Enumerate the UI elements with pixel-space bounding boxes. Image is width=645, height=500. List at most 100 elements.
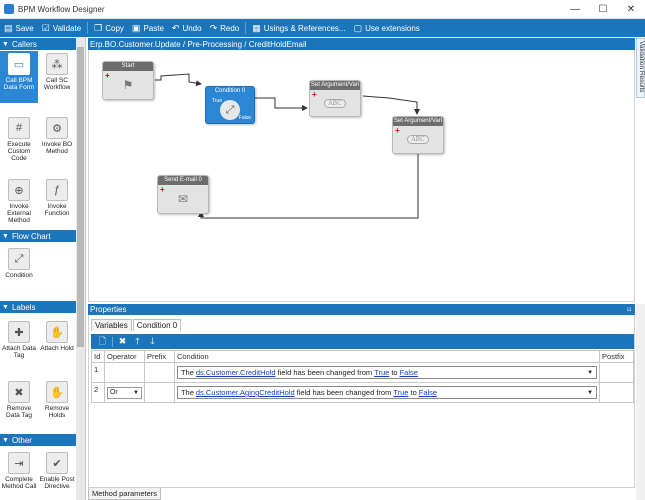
extensions-icon: ▢ <box>353 22 363 33</box>
remove-holds-icon: ✋ <box>46 381 68 403</box>
toolbar-separator <box>87 22 89 34</box>
postfix-cell[interactable] <box>599 362 634 383</box>
minimize-button[interactable]: — <box>570 3 580 15</box>
add-icon[interactable]: + <box>395 126 400 135</box>
chevron-down-icon: ▼ <box>133 389 139 396</box>
palette-item-attach-data-tag[interactable]: ✚ Attach Data Tag <box>0 319 38 369</box>
post-directive-icon: ✔ <box>46 452 68 474</box>
palette-item-call-sc-workflow[interactable]: ⁂ Call SC Workflow <box>38 51 76 103</box>
section-callers[interactable]: ▼Callers <box>0 38 77 50</box>
undo-button[interactable]: ↶Undo <box>171 22 202 33</box>
window-controls: — ☐ ✕ <box>561 0 645 19</box>
tab-condition-0[interactable]: Condition 0 <box>132 319 182 331</box>
to-value-link[interactable]: False <box>399 368 418 377</box>
usings-references-button[interactable]: ▦Usings & References... <box>252 22 346 33</box>
node-send-email[interactable]: Send E-mail 0 + ✉ <box>157 175 209 214</box>
to-value-link[interactable]: False <box>418 388 438 397</box>
bo-method-icon: ⚙ <box>46 117 68 139</box>
connector-start-condition <box>155 73 202 87</box>
maximize-button[interactable]: ☐ <box>598 3 608 15</box>
workflow-canvas[interactable]: Start + ⚑ Condition 0 True False ⤢ Set A… <box>88 50 635 302</box>
prefix-cell[interactable] <box>143 362 175 383</box>
field-link[interactable]: ds.Customer.AgingCreditHold <box>195 388 295 397</box>
custom-code-icon: # <box>8 117 30 139</box>
chevron-down-icon: ▼ <box>2 40 9 48</box>
section-labels[interactable]: ▼Labels <box>0 301 77 313</box>
from-value-link[interactable]: True <box>374 368 390 377</box>
palette-item-attach-hold[interactable]: ✋ Attach Hold <box>38 319 76 369</box>
chevron-down-icon: ▼ <box>2 303 9 311</box>
function-icon: ƒ <box>46 179 68 201</box>
table-row[interactable]: 1 The ds.Customer.CreditHold field has b… <box>91 362 634 383</box>
palette-item-enable-post-directive[interactable]: ✔ Enable Post Directive <box>38 450 76 500</box>
add-icon[interactable]: + <box>160 185 165 194</box>
condition-dropdown[interactable]: The ds.Customer.AgingCreditHold field ha… <box>176 386 598 399</box>
move-up-icon[interactable]: 🡑 <box>135 335 140 346</box>
chevron-down-icon: ▼ <box>2 232 9 240</box>
palette-item-condition[interactable]: ⤢ Condition <box>0 246 38 286</box>
palette-scrollbar[interactable] <box>76 37 85 500</box>
external-method-icon: ⊕ <box>8 179 30 201</box>
paste-button[interactable]: ▣Paste <box>131 22 164 33</box>
palette-scroll-thumb[interactable] <box>77 47 84 347</box>
node-set-argument-1[interactable]: Set Argument/Vari + ABC <box>309 80 361 117</box>
data-form-icon: ▭ <box>8 53 30 75</box>
tab-variables[interactable]: Variables <box>91 319 132 331</box>
abc-icon: ABC <box>407 135 429 144</box>
operator-cell[interactable] <box>103 362 145 383</box>
validate-button[interactable]: ☑Validate <box>41 22 82 33</box>
field-link[interactable]: ds.Customer.CreditHold <box>195 368 276 377</box>
redo-icon: ↷ <box>209 22 218 33</box>
condition-table: Id Operator Prefix Condition Postfix 1 T… <box>91 350 634 403</box>
delete-row-icon[interactable]: ✖ <box>118 336 127 346</box>
node-condition[interactable]: Condition 0 True False ⤢ <box>205 86 255 124</box>
connector-condition-setarg1 <box>254 97 308 111</box>
palette-item-execute-custom-code[interactable]: # Execute Custom Code <box>0 115 38 167</box>
palette-item-invoke-external-method[interactable]: ⊕ Invoke External Method <box>0 177 38 229</box>
properties-header: Properties ⌑ <box>88 304 635 315</box>
validation-results-tab[interactable]: Validation Results <box>636 38 645 98</box>
flag-icon: ⚑ <box>122 78 134 92</box>
palette-item-remove-holds[interactable]: ✋ Remove Holds <box>38 379 76 429</box>
from-value-link[interactable]: True <box>393 388 409 397</box>
palette-item-remove-data-tag[interactable]: ✖ Remove Data Tag <box>0 379 38 429</box>
add-icon[interactable]: + <box>105 71 110 80</box>
chevron-down-icon[interactable]: ▼ <box>587 390 594 396</box>
properties-scrollbar[interactable] <box>636 304 645 500</box>
attach-tag-icon: ✚ <box>8 321 30 343</box>
table-row[interactable]: 2 Or ▼ The ds.Customer.AgingCreditHold f… <box>91 382 634 403</box>
workflow-icon: ⁂ <box>46 53 68 75</box>
move-down-icon[interactable]: 🡓 <box>150 335 155 346</box>
node-set-argument-2[interactable]: Set Argument/Vari + ABC <box>392 116 444 154</box>
palette-item-call-bpm-data-form[interactable]: ▭ Call BPM Data Form <box>0 51 38 103</box>
copy-button[interactable]: ❐Copy <box>94 22 124 33</box>
save-button[interactable]: ▤Save <box>4 22 34 33</box>
operator-select[interactable]: Or ▼ <box>106 386 142 399</box>
palette-item-invoke-function[interactable]: ƒ Invoke Function <box>38 177 76 229</box>
abc-icon: ABC <box>324 98 346 108</box>
prefix-cell[interactable] <box>143 382 175 403</box>
add-icon[interactable]: + <box>312 90 317 99</box>
chevron-down-icon[interactable]: ▼ <box>587 370 594 376</box>
redo-button[interactable]: ↷Redo <box>209 22 240 33</box>
save-icon: ▤ <box>4 22 13 33</box>
chevron-down-icon: ▼ <box>2 436 9 444</box>
remove-tag-icon: ✖ <box>8 381 30 403</box>
palette-item-complete-method-call[interactable]: ⇥ Complete Method Call <box>0 450 38 500</box>
postfix-cell[interactable] <box>599 382 634 403</box>
tab-method-parameters[interactable]: Method parameters <box>88 488 162 500</box>
condition-node-icon: ⤢ <box>206 96 254 123</box>
condition-dropdown[interactable]: The ds.Customer.CreditHold field has bee… <box>176 366 598 379</box>
section-other[interactable]: ▼Other <box>0 434 77 446</box>
undo-icon: ↶ <box>171 22 180 33</box>
use-extensions-button[interactable]: ▢Use extensions <box>353 22 420 33</box>
section-flow-chart[interactable]: ▼Flow Chart <box>0 230 77 242</box>
node-start[interactable]: Start + ⚑ <box>102 61 154 100</box>
attach-hold-icon: ✋ <box>46 321 68 343</box>
connector-setarg1-setarg2 <box>362 95 420 115</box>
new-row-icon[interactable]: 🗋 <box>98 335 107 346</box>
close-button[interactable]: ✕ <box>626 3 636 15</box>
references-icon: ▦ <box>252 22 261 33</box>
pin-icon[interactable]: ⌑ <box>627 306 631 314</box>
palette-item-invoke-bo-method[interactable]: ⚙ Invoke BO Method <box>38 115 76 167</box>
